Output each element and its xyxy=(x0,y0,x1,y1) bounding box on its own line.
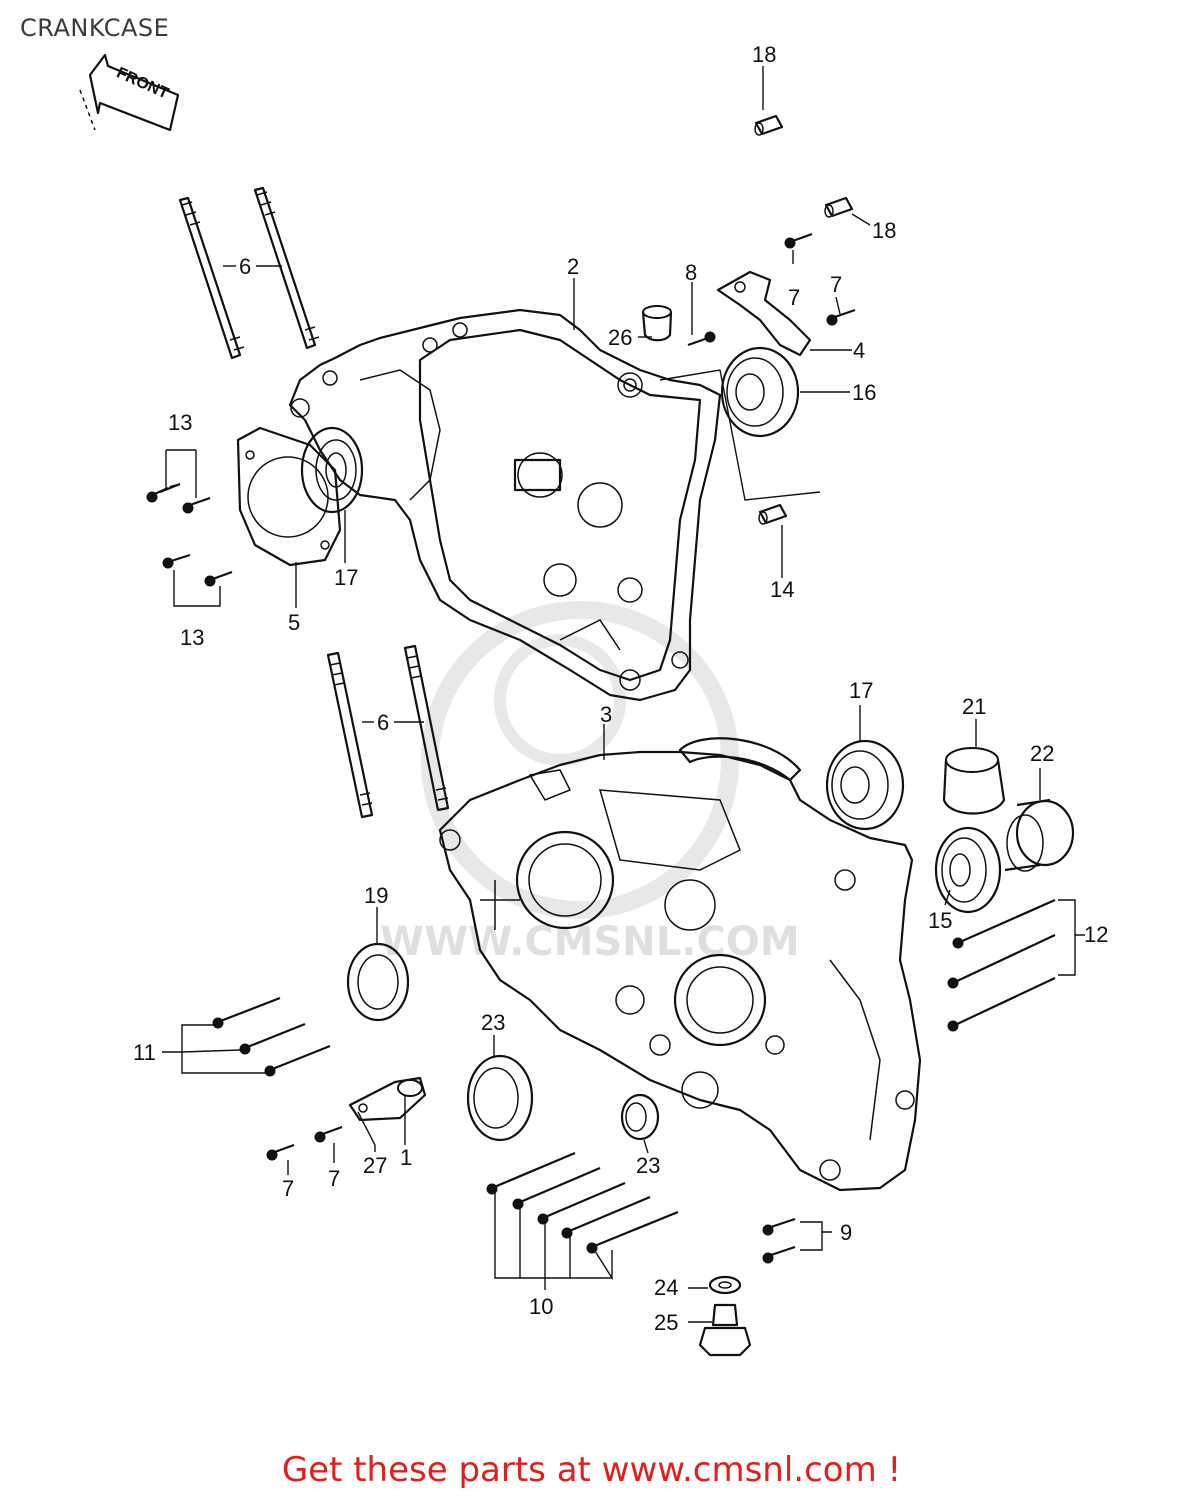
footer-promo-text[interactable]: Get these parts at www.cmsnl.com ! xyxy=(281,1450,902,1490)
callout-23: 23 xyxy=(481,1010,505,1035)
callout-22: 23 xyxy=(636,1153,660,1178)
callout-10: 10 xyxy=(529,1294,553,1319)
callout-19: 19 xyxy=(364,883,388,908)
callout-18-right: 18 xyxy=(872,218,896,243)
collar-21 xyxy=(1004,798,1075,872)
screws-13-lower xyxy=(162,553,233,587)
callout-15: 15 xyxy=(928,908,952,933)
callout-1: 1 xyxy=(400,1145,412,1170)
dowel-pin-right xyxy=(824,196,854,218)
callout-21: 22 xyxy=(1030,741,1054,766)
callout-7-a: 7 xyxy=(788,285,800,310)
callout-9: 9 xyxy=(840,1220,852,1245)
ball-bearing-17-lower xyxy=(825,739,905,831)
screw-7-b xyxy=(826,308,856,326)
dowel-pin-top xyxy=(754,114,784,136)
bolts-11 xyxy=(212,996,331,1077)
stud-bolts-upper xyxy=(178,186,320,360)
watermark-text: WWW.CMSNL.COM xyxy=(380,919,800,965)
callout-24: 24 xyxy=(654,1275,678,1300)
callout-6-lower: 6 xyxy=(377,710,389,735)
callout-14: 14 xyxy=(770,577,794,602)
callout-12: 12 xyxy=(1084,922,1108,947)
callout-13-upper: 13 xyxy=(168,410,192,435)
washer-24 xyxy=(708,1275,742,1295)
callout-17-upper: 17 xyxy=(334,565,358,590)
dowel-pin-14 xyxy=(758,503,788,525)
callout-20: 21 xyxy=(962,694,986,719)
bolts-12 xyxy=(947,898,1056,1032)
breather-fitting xyxy=(348,1076,427,1122)
front-label: FRONT xyxy=(114,65,171,103)
oil-seal-19 xyxy=(346,942,410,1022)
callout-labels: 18 18 6 2 8 7 7 26 4 16 13 17 14 5 13 17… xyxy=(133,42,1108,1335)
callout-16: 16 xyxy=(852,380,876,405)
crankcase-left-half xyxy=(288,308,722,702)
callout-8: 8 xyxy=(685,260,697,285)
ball-bearing-16 xyxy=(720,346,800,438)
plug-26 xyxy=(641,305,673,342)
oil-seal-23 xyxy=(466,1054,534,1142)
callout-25: 25 xyxy=(654,1310,678,1335)
callout-7-d: 7 xyxy=(328,1166,340,1191)
screw-7-d xyxy=(314,1125,343,1143)
callout-18-top: 18 xyxy=(752,42,776,67)
ball-bearing-upper xyxy=(300,426,364,514)
screws-9 xyxy=(762,1217,796,1264)
cap-20 xyxy=(942,747,1006,815)
stud-bolts-lower xyxy=(326,644,450,819)
callout-4: 4 xyxy=(853,338,865,363)
callout-3: 3 xyxy=(600,702,612,727)
front-arrow-icon: FRONT xyxy=(79,53,180,132)
callout-2: 2 xyxy=(567,254,579,279)
stopper-plate xyxy=(716,270,812,357)
screw-7-a xyxy=(784,232,813,249)
callout-17-lower: 17 xyxy=(849,678,873,703)
oil-seal-22 xyxy=(620,1093,660,1141)
ball-bearing-15 xyxy=(934,826,1002,914)
drain-plug-25 xyxy=(698,1303,752,1357)
crankcase-right-half xyxy=(438,737,922,1192)
callout-26: 26 xyxy=(608,325,632,350)
leader-lines xyxy=(162,66,1085,1323)
callout-7-b: 7 xyxy=(830,272,842,297)
bolt-8 xyxy=(687,331,716,347)
callout-6-upper: 6 xyxy=(239,254,251,279)
bearing-plate xyxy=(236,426,342,567)
callout-11: 11 xyxy=(133,1040,156,1065)
bolts-10 xyxy=(486,1151,679,1254)
callout-7-c: 7 xyxy=(282,1176,294,1201)
callout-27: 27 xyxy=(363,1153,387,1178)
callout-13-lower: 13 xyxy=(180,625,204,650)
screw-7-c xyxy=(266,1143,295,1161)
screws-13-upper xyxy=(146,482,211,514)
callout-5: 5 xyxy=(288,610,300,635)
page-title: CRANKCASE xyxy=(20,14,170,42)
